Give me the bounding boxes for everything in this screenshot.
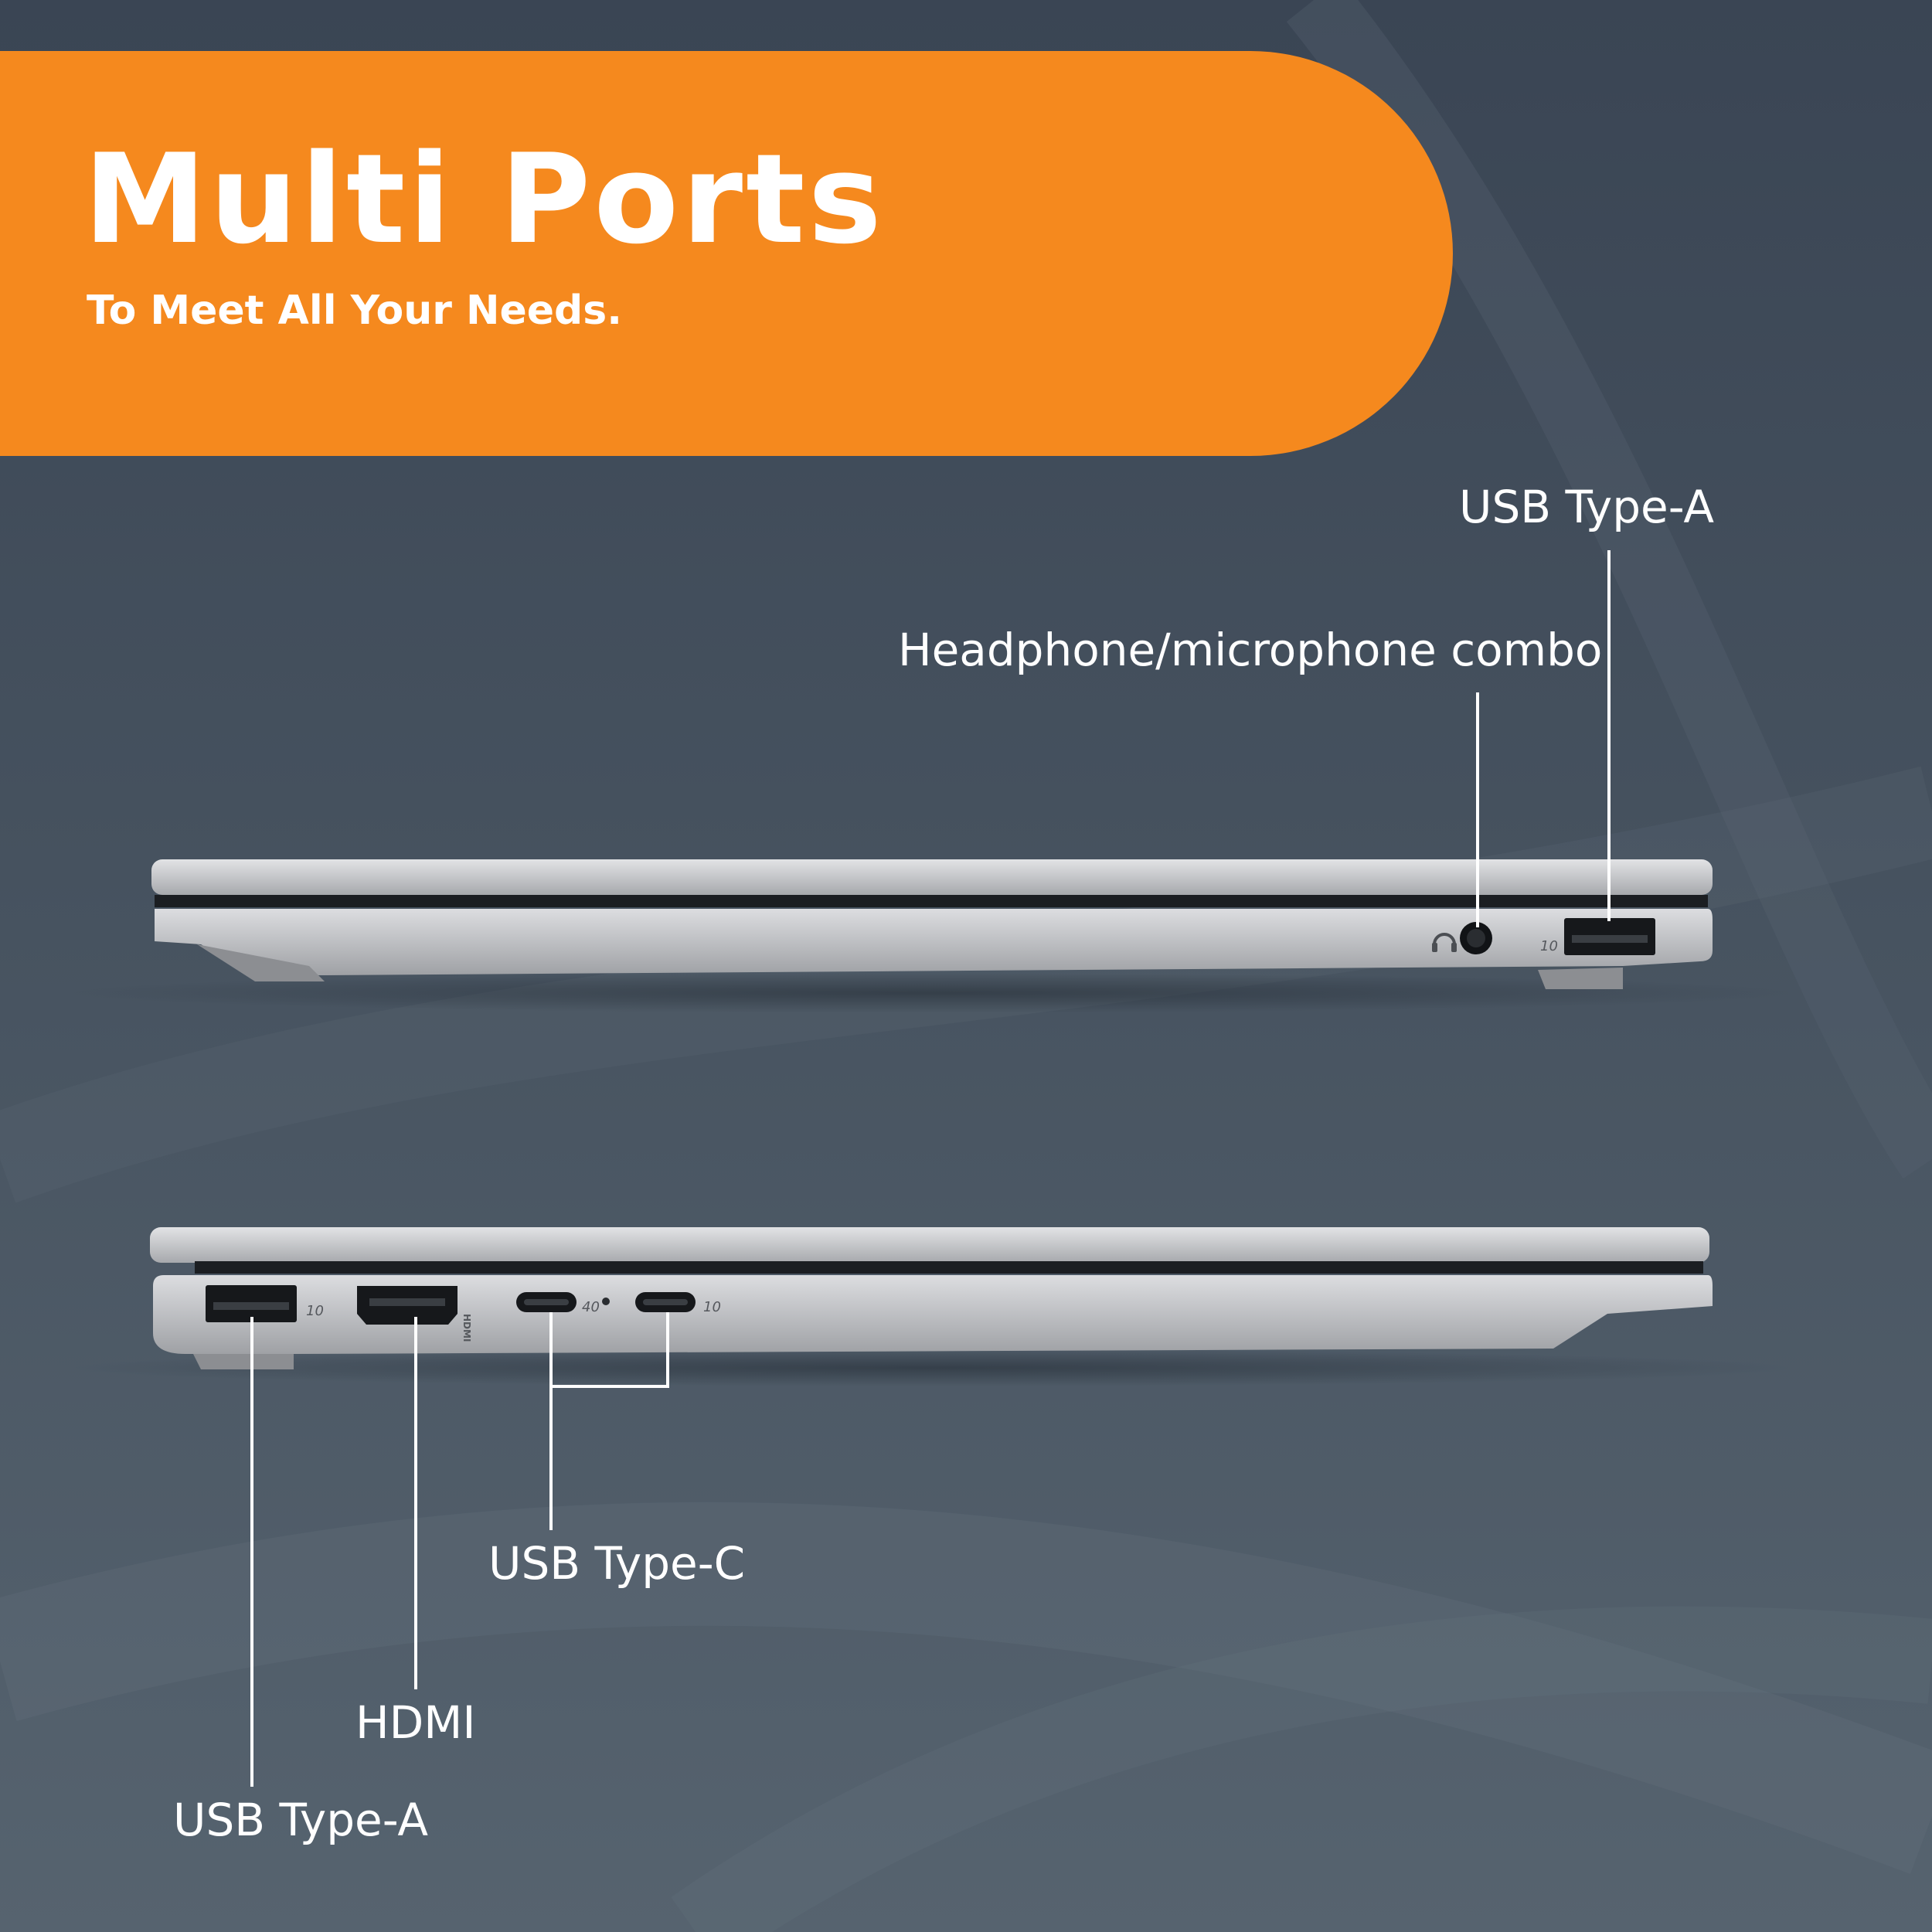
label-usb-type-a-left: USB Type-A — [173, 1794, 429, 1846]
usb-c-speed-badge-2: 10 — [703, 1299, 721, 1315]
laptop-hinge-gap — [155, 895, 1708, 907]
label-usb-type-a-right: USB Type-A — [1459, 481, 1715, 533]
label-usb-type-c: USB Type-C — [488, 1537, 746, 1590]
label-headphone-combo: Headphone/microphone combo — [898, 624, 1603, 676]
status-led — [602, 1298, 610, 1305]
laptop-lid-2 — [150, 1227, 1709, 1263]
usb-c-speed-badge-1: 40 — [582, 1299, 600, 1315]
laptop-shadow — [66, 973, 1797, 1013]
hdmi-marking: HDMI — [461, 1314, 472, 1342]
page-subtitle: To Meet All Your Needs. — [87, 287, 622, 334]
svg-text:10: 10 — [1540, 938, 1558, 954]
label-hdmi: HDMI — [355, 1696, 476, 1749]
page-title: Multi Ports — [83, 127, 885, 271]
usb-a-speed-badge-left: 10 — [306, 1303, 324, 1319]
laptop-shadow-2 — [66, 1349, 1797, 1386]
callout-lines — [250, 550, 1611, 1787]
usb-a-speed-badge-top: 10 — [1540, 938, 1558, 954]
laptop-base — [155, 909, 1713, 975]
headphone-icon — [1432, 933, 1457, 952]
header-banner — [0, 51, 1453, 456]
laptop-lid — [151, 859, 1713, 895]
callout-bracket-usb-c — [549, 1312, 669, 1388]
